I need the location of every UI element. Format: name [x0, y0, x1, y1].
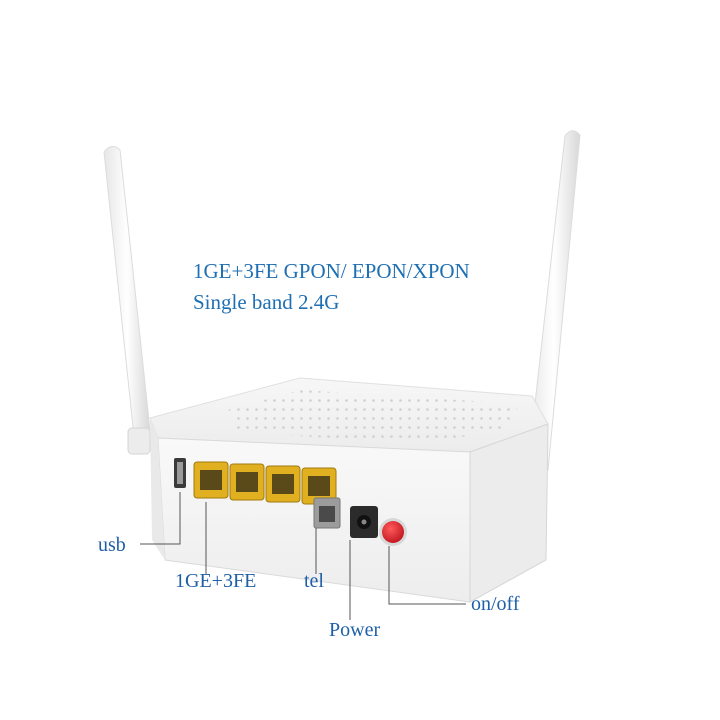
power-button — [379, 518, 407, 546]
lan-label: 1GE+3FE — [175, 570, 257, 592]
product-headline: 1GE+3FE GPON/ EPON/XPON Single band 2.4G — [193, 256, 470, 318]
lan-ports — [193, 461, 337, 505]
headline-line-2: Single band 2.4G — [193, 290, 340, 314]
usb-leader-line — [140, 492, 181, 545]
onoff-leader-line — [388, 546, 466, 605]
headline-line-1: 1GE+3FE GPON/ EPON/XPON — [193, 259, 470, 283]
usb-port — [174, 458, 186, 488]
tel-port — [313, 497, 341, 529]
callout-lines — [140, 492, 466, 620]
left-antenna — [103, 146, 151, 455]
usb-label: usb — [98, 534, 126, 556]
power-jack — [350, 506, 378, 538]
tel-label: tel — [304, 570, 324, 592]
on-off-label: on/off — [471, 593, 520, 615]
power-label: Power — [329, 619, 381, 641]
